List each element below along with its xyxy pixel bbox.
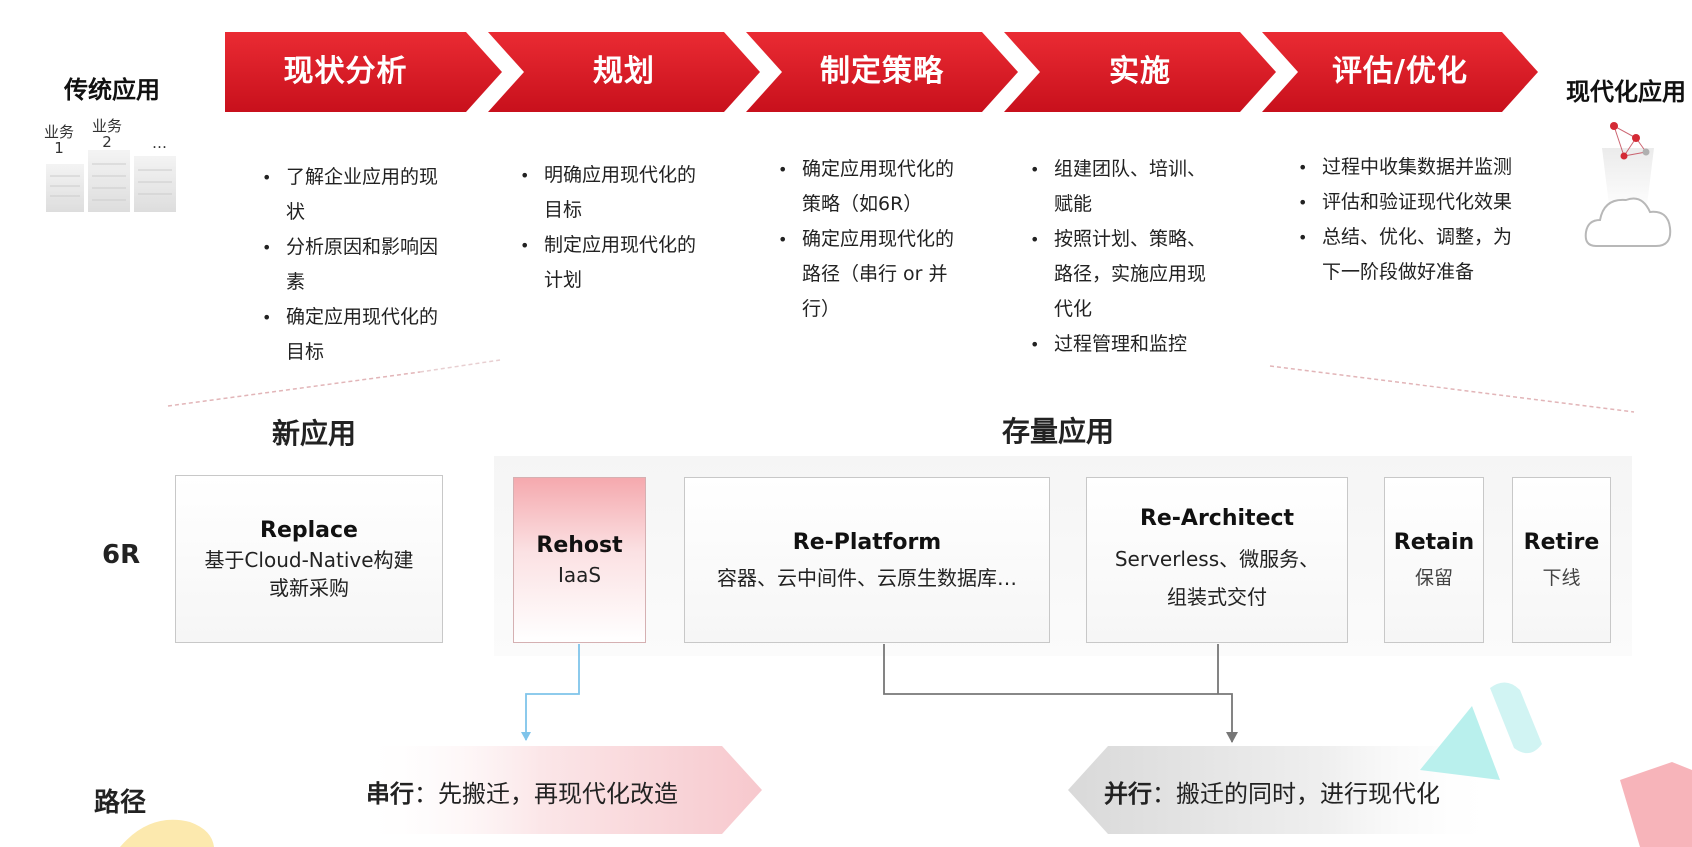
step-bullets-strategy: 确定应用现代化的策略（如6R） 确定应用现代化的路径（串行 or 并行） <box>776 152 966 327</box>
row-label-6r: 6R <box>102 540 141 570</box>
modern-app-title: 现代化应用 <box>1566 78 1686 106</box>
replace-desc-line2: 或新采购 <box>269 576 349 600</box>
bullet-item: 分析原因和影响因素 <box>260 230 440 300</box>
step-label: 制定策略 <box>820 54 944 89</box>
bullet-item: 评估和验证现代化效果 <box>1296 185 1526 220</box>
row-label-path: 路径 <box>94 788 147 818</box>
step-label: 规划 <box>593 54 655 89</box>
retire-desc: 下线 <box>1542 567 1581 589</box>
cloud-network-icon <box>1584 118 1684 258</box>
replace-title: Replace <box>260 518 358 543</box>
rearchitect-desc-line1: Serverless、微服务、 <box>1114 547 1320 571</box>
rearchitect-desc-line2: 组装式交付 <box>1167 585 1267 609</box>
parallel-path-text: 并行：搬迁的同时，进行现代化 <box>1104 774 1440 809</box>
parallel-label: 并行 <box>1104 780 1152 808</box>
rehost-title: Rehost <box>536 533 623 558</box>
bullet-item: 确定应用现代化的目标 <box>260 300 440 370</box>
retain-box: Retain 保留 <box>1384 477 1484 643</box>
bullet-item: 总结、优化、调整，为下一阶段做好准备 <box>1296 220 1526 290</box>
bullet-item: 了解企业应用的现状 <box>260 160 440 230</box>
step-chevron-implement: 实施 <box>1004 32 1276 112</box>
step-label: 评估/优化 <box>1332 54 1468 89</box>
step-bullets-evaluate: 过程中收集数据并监测 评估和验证现代化效果 总结、优化、调整，为下一阶段做好准备 <box>1296 150 1526 290</box>
rehost-box: Rehost IaaS <box>513 477 646 643</box>
bullet-item: 制定应用现代化的计划 <box>518 228 698 298</box>
step-chevron-planning: 规划 <box>488 32 760 112</box>
replatform-desc: 容器、云中间件、云原生数据库… <box>717 566 1017 590</box>
replace-desc-line1: 基于Cloud-Native构建 <box>204 548 414 572</box>
step-bullets-analysis: 了解企业应用的现状 分析原因和影响因素 确定应用现代化的目标 <box>260 160 440 370</box>
legacy-app-title: 传统应用 <box>64 76 160 104</box>
retire-box: Retire 下线 <box>1512 477 1611 643</box>
step-bullets-implement: 组建团队、培训、赋能 按照计划、策略、路径，实施应用现代化 过程管理和监控 <box>1028 152 1218 362</box>
serial-path-text: 串行：先搬迁，再现代化改造 <box>366 774 678 809</box>
new-app-title: 新应用 <box>272 417 357 450</box>
replace-box: Replace 基于Cloud-Native构建 或新采购 <box>175 475 443 643</box>
retain-title: Retain <box>1393 530 1475 555</box>
parallel-desc: ：搬迁的同时，进行现代化 <box>1152 780 1440 808</box>
step-chevron-strategy: 制定策略 <box>746 32 1018 112</box>
bullet-item: 过程管理和监控 <box>1028 327 1218 362</box>
retire-title: Retire <box>1523 530 1600 555</box>
bullet-item: 明确应用现代化的目标 <box>518 158 698 228</box>
legacy-label-more: … <box>152 134 167 152</box>
step-label: 实施 <box>1109 54 1171 89</box>
bullet-item: 组建团队、培训、赋能 <box>1028 152 1218 222</box>
existing-app-title: 存量应用 <box>1002 415 1115 448</box>
legacy-label-2: 业务 2 <box>92 117 123 151</box>
replatform-box: Re-Platform 容器、云中间件、云原生数据库… <box>684 477 1050 643</box>
rehost-desc: IaaS <box>557 563 602 587</box>
replatform-title: Re-Platform <box>792 530 942 555</box>
retain-desc: 保留 <box>1414 567 1453 589</box>
server-stack-icon <box>38 122 184 214</box>
step-label: 现状分析 <box>283 54 408 89</box>
step-bullets-planning: 明确应用现代化的目标 制定应用现代化的计划 <box>518 158 698 298</box>
legacy-label-1: 业务 1 <box>44 123 75 157</box>
rearchitect-title: Re-Architect <box>1139 506 1295 531</box>
serial-label: 串行 <box>366 780 414 808</box>
bullet-item: 过程中收集数据并监测 <box>1296 150 1526 185</box>
bullet-item: 确定应用现代化的路径（串行 or 并行） <box>776 222 966 327</box>
serial-desc: ：先搬迁，再现代化改造 <box>414 780 678 808</box>
step-chevron-analysis: 现状分析 <box>225 32 502 112</box>
step-chevron-evaluate: 评估/优化 <box>1262 32 1538 112</box>
bullet-item: 按照计划、策略、路径，实施应用现代化 <box>1028 222 1218 327</box>
rearchitect-box: Re-Architect Serverless、微服务、 组装式交付 <box>1086 477 1348 643</box>
bullet-item: 确定应用现代化的策略（如6R） <box>776 152 966 222</box>
